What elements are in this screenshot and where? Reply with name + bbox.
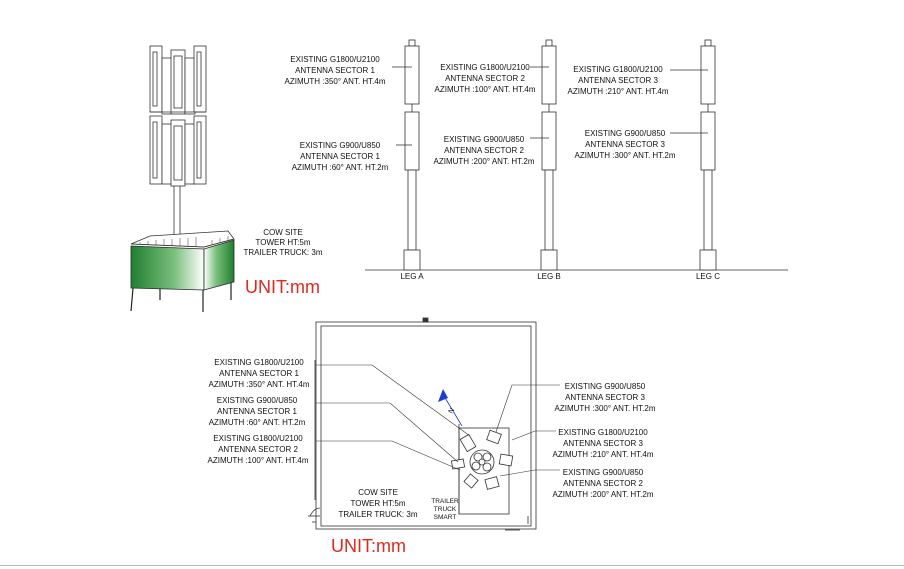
svg-text:EXISTING G900/U850: EXISTING G900/U850 [565,382,646,391]
trailer-parapet [130,230,235,248]
cow-site-top-line-3: TRAILER TRUCK: 3m [244,248,323,257]
leg-a-upper-label: EXISTING G1800/U2100 ANTENNA SECTOR 1 AZ… [285,55,386,86]
svg-text:EXISTING G900/U850: EXISTING G900/U850 [444,135,525,144]
svg-text:AZIMUTH :100° ANT. HT.4m: AZIMUTH :100° ANT. HT.4m [435,85,536,94]
svg-text:EXISTING G1800/U2100: EXISTING G1800/U2100 [573,65,663,74]
plan-label-right-3: EXISTING G900/U850 ANTENNA SECTOR 2 AZIM… [553,468,654,499]
plan-label-left-1: EXISTING G1800/U2100 ANTENNA SECTOR 1 AZ… [209,358,310,389]
leg-c-lower-label: EXISTING G900/U850 ANTENNA SECTOR 3 AZIM… [575,129,676,160]
fence-side [203,239,235,291]
svg-text:EXISTING G900/U850: EXISTING G900/U850 [217,396,298,405]
svg-text:AZIMUTH :350° ANT. HT.4m: AZIMUTH :350° ANT. HT.4m [209,380,310,389]
svg-text:AZIMUTH :60° ANT. HT.2m: AZIMUTH :60° ANT. HT.2m [292,163,389,172]
svg-text:EXISTING G1800/U2100: EXISTING G1800/U2100 [214,358,304,367]
svg-text:ANTENNA SECTOR 1: ANTENNA SECTOR 1 [219,369,299,378]
trailer-label: TRAILER TRUCK SMART [431,498,459,521]
svg-text:ANTENNA SECTOR 3: ANTENNA SECTOR 3 [578,76,658,85]
plan-label-left-2: EXISTING G900/U850 ANTENNA SECTOR 1 AZIM… [209,396,306,427]
svg-text:AZIMUTH :210° ANT. HT.4m: AZIMUTH :210° ANT. HT.4m [568,87,669,96]
bottom-rule [0,565,904,566]
svg-text:ANTENNA SECTOR 2: ANTENNA SECTOR 2 [563,479,643,488]
svg-text:AZIMUTH :300° ANT. HT.2m: AZIMUTH :300° ANT. HT.2m [575,151,676,160]
north-label: N [448,407,457,415]
svg-text:ANTENNA SECTOR 3: ANTENNA SECTOR 3 [565,393,645,402]
svg-text:EXISTING G1800/U2100: EXISTING G1800/U2100 [440,63,530,72]
svg-text:EXISTING G900/U850: EXISTING G900/U850 [585,129,666,138]
svg-text:EXISTING G900/U850: EXISTING G900/U850 [300,141,381,150]
svg-text:AZIMUTH :100° ANT. HT.4m: AZIMUTH :100° ANT. HT.4m [208,456,309,465]
svg-text:EXISTING G1800/U2100: EXISTING G1800/U2100 [290,55,380,64]
svg-text:ANTENNA SECTOR 3: ANTENNA SECTOR 3 [563,439,643,448]
plan-label-left-3: EXISTING G1800/U2100 ANTENNA SECTOR 2 AZ… [208,434,309,465]
svg-text:ANTENNA SECTOR 1: ANTENNA SECTOR 1 [295,66,375,75]
plan-label-right-2: EXISTING G1800/U2100 ANTENNA SECTOR 3 AZ… [553,428,654,459]
unit-label-top: UNIT:mm [245,277,320,297]
svg-text:ANTENNA SECTOR 1: ANTENNA SECTOR 1 [300,152,380,161]
svg-text:AZIMUTH :200° ANT. HT.2m: AZIMUTH :200° ANT. HT.2m [434,157,535,166]
cow-site-note-plan: COW SITE TOWER HT:5m TRAILER TRUCK: 3m [339,488,418,519]
cow-site-top-line-1: COW SITE [263,228,303,237]
leg-c-label: LEG C [696,272,720,281]
north-arrow: N [438,389,463,427]
leg-b-upper-label: EXISTING G1800/U2100 ANTENNA SECTOR 2 AZ… [435,63,536,94]
svg-text:ANTENNA SECTOR 2: ANTENNA SECTOR 2 [444,146,524,155]
leg-b-lower-label: EXISTING G900/U850 ANTENNA SECTOR 2 AZIM… [434,135,535,166]
leg-b-label: LEG B [537,272,561,281]
svg-text:AZIMUTH :210° ANT. HT.4m: AZIMUTH :210° ANT. HT.4m [553,450,654,459]
svg-text:AZIMUTH :60° ANT. HT.2m: AZIMUTH :60° ANT. HT.2m [209,418,306,427]
svg-text:ANTENNA SECTOR 3: ANTENNA SECTOR 3 [585,140,665,149]
upper-antenna-cluster [149,45,207,115]
svg-text:ANTENNA SECTOR 1: ANTENNA SECTOR 1 [217,407,297,416]
cow-site-top-line-2: TOWER HT:5m [256,238,311,247]
plan-label-right-1: EXISTING G900/U850 ANTENNA SECTOR 3 AZIM… [555,382,656,413]
svg-text:TOWER HT:5m: TOWER HT:5m [351,499,406,508]
unit-label-plan: UNIT:mm [331,536,406,556]
tower-plan [450,429,514,490]
lower-antenna-cluster [149,115,207,187]
cow-tower-3d [130,45,235,312]
svg-text:EXISTING G1800/U2100: EXISTING G1800/U2100 [558,428,648,437]
svg-text:TRAILER TRUCK: 3m: TRAILER TRUCK: 3m [339,510,418,519]
leg-a-lower-label: EXISTING G900/U850 ANTENNA SECTOR 1 AZIM… [292,141,389,172]
svg-text:TRAILER: TRAILER [431,498,459,505]
trailer-legs [130,283,232,312]
svg-text:EXISTING G1800/U2100: EXISTING G1800/U2100 [213,434,303,443]
leg-c [670,39,717,271]
svg-text:TRUCK: TRUCK [434,506,457,513]
plan-outline [308,317,537,531]
leg-a [392,39,421,271]
leg-c-upper-label: EXISTING G1800/U2100 ANTENNA SECTOR 3 AZ… [568,65,669,96]
leg-a-label: LEG A [400,272,424,281]
svg-text:SMART: SMART [434,514,457,521]
svg-text:ANTENNA SECTOR 2: ANTENNA SECTOR 2 [445,74,525,83]
svg-text:AZIMUTH :300° ANT. HT.2m: AZIMUTH :300° ANT. HT.2m [555,404,656,413]
plan-leaders [316,364,560,477]
cow-site-note-top: COW SITE TOWER HT:5m TRAILER TRUCK: 3m [244,228,323,257]
svg-text:AZIMUTH :350° ANT. HT.4m: AZIMUTH :350° ANT. HT.4m [285,77,386,86]
fence-front [130,245,205,291]
svg-text:EXISTING G900/U850: EXISTING G900/U850 [563,468,644,477]
svg-text:AZIMUTH :200° ANT. HT.2m: AZIMUTH :200° ANT. HT.2m [553,490,654,499]
svg-text:ANTENNA SECTOR 2: ANTENNA SECTOR 2 [218,445,298,454]
leg-b [530,39,558,271]
svg-text:COW SITE: COW SITE [358,488,398,497]
